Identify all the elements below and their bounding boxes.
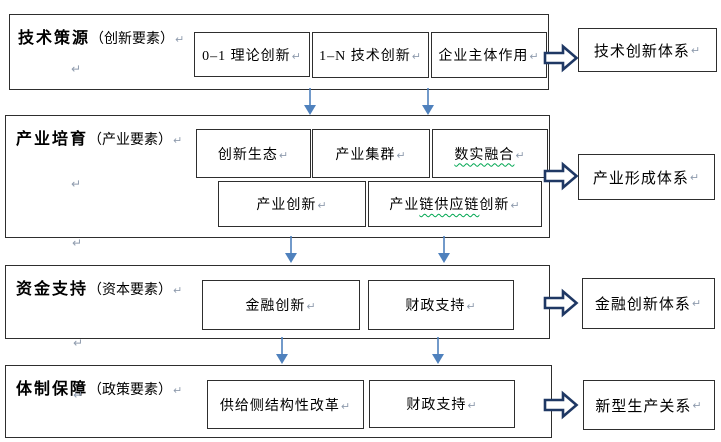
flow-box-text: 数实融合↵ <box>454 144 525 164</box>
text-wavy: 数实融合 <box>454 147 515 163</box>
text-pre: 供给侧结构性改革 <box>219 398 340 414</box>
text-wavy: 链供应链 <box>419 198 480 213</box>
paragraph-mark-icon: ↵ <box>173 284 183 297</box>
flow-box-digital-real-fusion: 数实融合↵ <box>432 129 548 178</box>
text-pre: 金融创新 <box>245 299 306 314</box>
paragraph-mark-icon: ↵ <box>396 148 407 162</box>
down-arrow-icon <box>274 337 290 364</box>
down-arrow-icon <box>420 88 436 115</box>
paragraph-mark-icon: ↵ <box>466 300 477 313</box>
flow-box-text: 0–1 理论创新↵ <box>202 45 302 65</box>
paragraph-mark-icon: ↵ <box>690 43 702 57</box>
flow-box-industry-innovation: 产业创新↵ <box>218 181 366 227</box>
text-pre: 产业集群 <box>335 147 396 163</box>
paragraph-mark-icon: ↵ <box>278 148 290 162</box>
paragraph-mark-icon: ↵ <box>515 148 526 162</box>
text-pre: 财政支持 <box>405 299 466 314</box>
text-pre: 产业 <box>389 198 420 213</box>
stage-label-funding: 资金支持（资本要素）↵ <box>16 275 182 299</box>
flow-box-text: 供给侧结构性改革↵ <box>220 395 351 415</box>
flow-box-text: 创新生态↵ <box>218 144 289 164</box>
down-arrow-icon <box>302 88 318 115</box>
text-pre: 企业主体作用 <box>438 49 529 64</box>
stage-label-suffix: （资本要素） <box>88 283 173 298</box>
stage-label-bold: 体制保障 <box>16 381 89 398</box>
stage-label-suffix: （政策要素） <box>88 383 173 398</box>
flow-box-text: 财政支持↵ <box>406 394 477 414</box>
result-box-financial-innovation-system: 金融创新体系↵ <box>582 278 715 329</box>
paragraph-mark-icon: ↵ <box>691 297 703 310</box>
stage-label-institution: 体制保障（政策要素）↵ <box>16 375 182 399</box>
result-box-new-production-relations: 新型生产关系↵ <box>583 380 715 430</box>
flow-box-text: 产业创新↵ <box>256 194 327 214</box>
flow-box-text: 财政支持↵ <box>405 295 476 315</box>
flow-box-financial-innovation: 金融创新↵ <box>202 280 360 330</box>
paragraph-mark-icon: ↵ <box>692 398 703 412</box>
paragraph-mark-icon: ↵ <box>71 177 82 191</box>
result-text: 金融创新体系 <box>594 297 691 313</box>
flow-box-text: 产业链供应链创新↵ <box>389 194 520 214</box>
paragraph-mark-icon: ↵ <box>291 49 302 63</box>
down-arrow-icon <box>430 337 446 364</box>
paragraph-mark-icon: ↵ <box>529 50 540 63</box>
paragraph-mark-icon: ↵ <box>173 384 183 397</box>
result-box-industry-formation-system: 产业形成体系↵ <box>578 154 715 200</box>
down-arrow-icon <box>283 236 299 263</box>
flow-box-innovation-ecosystem: 创新生态↵ <box>196 129 311 178</box>
paragraph-mark-icon: ↵ <box>340 399 352 413</box>
flow-box-fiscal-support-2: 财政支持↵ <box>369 380 515 428</box>
block-arrow-icon <box>543 161 580 191</box>
stage-label-suffix: （产业要素） <box>88 133 173 148</box>
flow-box-text: 企业主体作用↵ <box>438 45 539 65</box>
paragraph-mark-icon: ↵ <box>689 170 701 184</box>
flow-box-tech-innovation: 1–N 技术创新↵ <box>312 32 429 78</box>
paragraph-mark-icon: ↵ <box>72 236 83 250</box>
flow-box-industry-cluster: 产业集群↵ <box>312 129 430 178</box>
block-arrow-icon <box>543 43 580 73</box>
block-arrow-icon <box>543 390 580 420</box>
text-pre: 0–1 理论创新 <box>202 48 291 64</box>
text-pre: 创新生态 <box>217 147 278 163</box>
paragraph-mark-icon: ↵ <box>467 399 478 412</box>
stage-label-tech-source: 技术策源（创新要素）↵ <box>18 24 184 48</box>
flow-box-enterprise-role: 企业主体作用↵ <box>431 32 547 78</box>
paragraph-mark-icon: ↵ <box>71 62 82 76</box>
result-text: 产业形成体系 <box>592 170 689 187</box>
flow-box-supply-side-reform: 供给侧结构性改革↵ <box>207 380 364 429</box>
text-pre: 1–N 技术创新 <box>319 49 411 64</box>
stage-label-bold: 资金支持 <box>16 281 89 298</box>
result-text: 技术创新体系 <box>593 43 690 60</box>
result-box-tech-innovation-system: 技术创新体系↵ <box>578 28 717 72</box>
paragraph-mark-icon: ↵ <box>306 300 317 313</box>
text-pre: 产业创新 <box>256 198 317 213</box>
paragraph-mark-icon: ↵ <box>411 50 422 63</box>
stage-label-industry: 产业培育（产业要素）↵ <box>16 125 182 149</box>
stage-label-bold: 技术策源 <box>18 30 91 47</box>
result-text: 新型生产关系 <box>595 398 692 415</box>
paragraph-mark-icon: ↵ <box>173 134 183 147</box>
flow-box-text: 产业集群↵ <box>335 144 406 164</box>
flow-box-fiscal-support-1: 财政支持↵ <box>368 280 514 330</box>
stage-label-bold: 产业培育 <box>16 131 89 148</box>
paragraph-mark-icon: ↵ <box>317 199 328 212</box>
down-arrow-icon <box>436 236 452 263</box>
flow-box-theory-innovation: 0–1 理论创新↵ <box>194 32 310 77</box>
paragraph-mark-icon: ↵ <box>73 336 84 350</box>
flow-box-text: 1–N 技术创新↵ <box>319 45 422 65</box>
text-pre: 财政支持 <box>406 398 467 413</box>
block-arrow-icon <box>543 288 580 318</box>
paragraph-mark-icon: ↵ <box>73 388 84 402</box>
text-post: 创新 <box>479 198 510 213</box>
paragraph-mark-icon: ↵ <box>510 199 521 212</box>
paragraph-mark-icon: ↵ <box>175 33 185 46</box>
flow-box-text: 金融创新↵ <box>245 295 316 315</box>
flow-box-supply-chain-innovation: 产业链供应链创新↵ <box>368 181 542 227</box>
stage-label-suffix: （创新要素） <box>90 32 175 47</box>
